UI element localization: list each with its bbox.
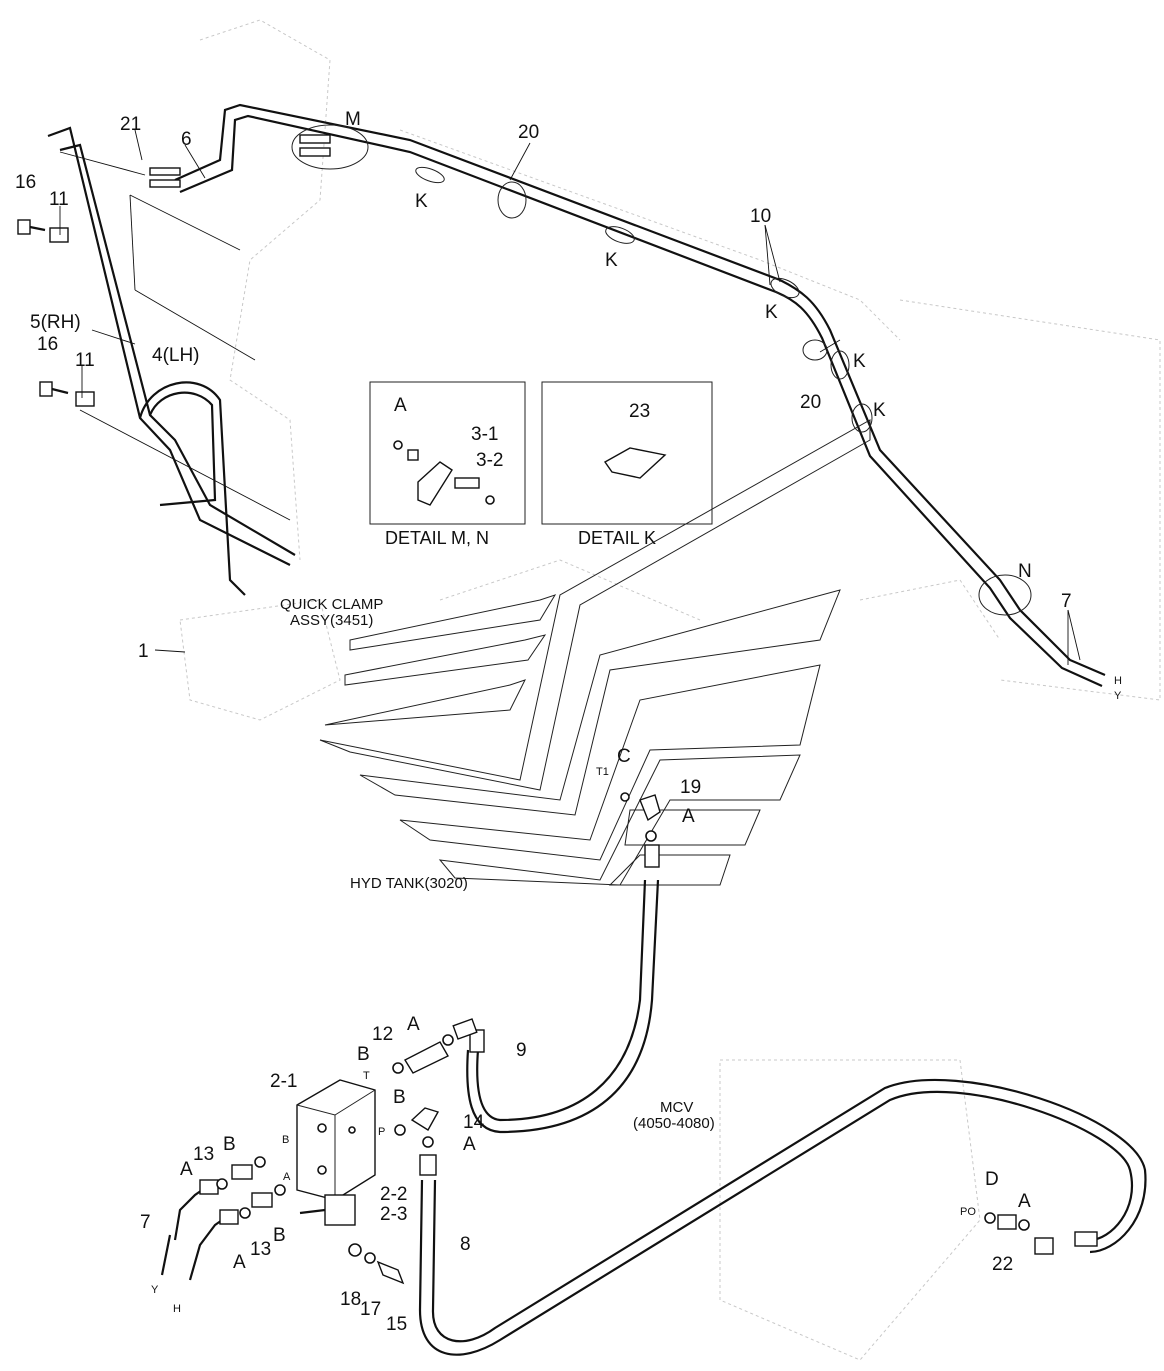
label-b-13-top: B xyxy=(223,1134,236,1155)
label-11-top: 11 xyxy=(49,189,69,210)
label-a-fit12: A xyxy=(407,1014,420,1035)
detail-mn-box xyxy=(369,381,526,525)
pipe-4-5-left xyxy=(47,126,296,596)
label-13-bottom: 13 xyxy=(250,1239,271,1260)
detail-k-box xyxy=(541,381,713,525)
bolt-15-washers xyxy=(348,1243,405,1285)
label-a-po: A xyxy=(1018,1191,1031,1212)
k-clamps xyxy=(415,166,873,433)
label-20-right: 20 xyxy=(800,392,821,413)
label-m: M xyxy=(345,109,361,130)
detail-label-a: A xyxy=(394,395,407,416)
bolt-16-bracket-11 xyxy=(17,219,95,407)
callout-labels: 21 6 M 20 16 11 K K 10 K K K 20 5(RH) 16… xyxy=(15,109,1122,1335)
label-17: 17 xyxy=(360,1299,381,1320)
label-12: 12 xyxy=(372,1024,393,1045)
pipe-10-upper-run xyxy=(174,103,1106,688)
leader-lines xyxy=(59,129,1081,665)
label-11-mid: 11 xyxy=(75,350,95,371)
label-22: 22 xyxy=(992,1254,1013,1275)
label-a-fit14: A xyxy=(463,1134,476,1155)
detail-label-23: 23 xyxy=(629,401,650,422)
label-a-13-bottom: A xyxy=(233,1252,246,1273)
clamp-20 xyxy=(497,181,828,361)
label-19: 19 xyxy=(680,777,701,798)
label-k-b: K xyxy=(605,250,618,271)
label-h-top: H xyxy=(1114,675,1122,687)
label-16-mid: 16 xyxy=(37,334,58,355)
label-7-top: 7 xyxy=(1061,591,1072,612)
label-9: 9 xyxy=(516,1040,527,1061)
label-8: 8 xyxy=(460,1234,471,1255)
label-15: 15 xyxy=(386,1314,407,1335)
label-b-fit12: B xyxy=(357,1044,370,1065)
label-k-a: K xyxy=(415,191,428,212)
label-13-top: 13 xyxy=(193,1144,214,1165)
valve-block-2-1 xyxy=(296,1079,376,1226)
detail-label-3-2: 3-2 xyxy=(476,450,503,471)
label-5rh: 5(RH) xyxy=(30,312,81,333)
caption-mcv: MCV xyxy=(660,1099,693,1116)
label-14: 14 xyxy=(463,1112,485,1133)
label-b-13-bottom: B xyxy=(273,1225,286,1246)
label-y-top: Y xyxy=(1114,690,1122,702)
label-a-tank: A xyxy=(682,806,695,827)
label-k-d: K xyxy=(853,351,866,372)
label-2-3: 2-3 xyxy=(380,1204,407,1225)
caption-detail-mn: DETAIL M, N xyxy=(385,528,489,548)
label-6: 6 xyxy=(181,129,192,150)
label-2-2: 2-2 xyxy=(380,1184,407,1205)
detail-n-connector xyxy=(978,574,1032,616)
label-a-13-top: A xyxy=(180,1159,193,1180)
label-k-c: K xyxy=(765,302,778,323)
label-port-p: P xyxy=(378,1126,385,1138)
caption-quick-clamp-1: QUICK CLAMP xyxy=(280,596,383,613)
label-7-bottom: 7 xyxy=(140,1212,151,1233)
background-machine-outline xyxy=(179,19,1161,1361)
label-n: N xyxy=(1018,561,1032,582)
label-1: 1 xyxy=(138,641,149,662)
label-2-1: 2-1 xyxy=(270,1071,297,1092)
fitting-22 xyxy=(984,1212,1030,1231)
detail-m-connector xyxy=(149,124,369,188)
hose-7-lower xyxy=(160,1156,286,1281)
label-b-port-p: B xyxy=(393,1087,406,1108)
hose-8 xyxy=(394,1078,1147,1356)
label-18: 18 xyxy=(340,1289,361,1310)
fitting-12 xyxy=(392,1018,478,1074)
caption-mcv-range: (4050-4080) xyxy=(633,1115,715,1132)
label-port-a: A xyxy=(283,1171,291,1183)
label-port-t: T xyxy=(363,1070,370,1082)
label-port-po: PO xyxy=(960,1206,976,1218)
label-h-bottom: H xyxy=(173,1303,181,1315)
label-20-top: 20 xyxy=(518,122,539,143)
label-y-bottom: Y xyxy=(151,1284,159,1296)
caption-detail-k: DETAIL K xyxy=(578,528,656,548)
label-c: C xyxy=(617,746,631,767)
reference-lines xyxy=(79,194,291,521)
detail-label-3-1: 3-1 xyxy=(471,424,498,445)
label-4lh: 4(LH) xyxy=(152,345,200,366)
caption-hyd-tank: HYD TANK(3020) xyxy=(350,875,468,892)
hose-9 xyxy=(466,792,661,1134)
label-10: 10 xyxy=(750,206,771,227)
label-port-b: B xyxy=(282,1134,289,1146)
caption-quick-clamp-2: ASSY(3451) xyxy=(290,612,373,629)
label-d: D xyxy=(985,1169,999,1190)
label-t1: T1 xyxy=(596,766,609,778)
label-k-e: K xyxy=(873,400,886,421)
label-21: 21 xyxy=(120,114,141,135)
hyd-tank-chevrons xyxy=(319,419,871,886)
label-16-top: 16 xyxy=(15,172,36,193)
